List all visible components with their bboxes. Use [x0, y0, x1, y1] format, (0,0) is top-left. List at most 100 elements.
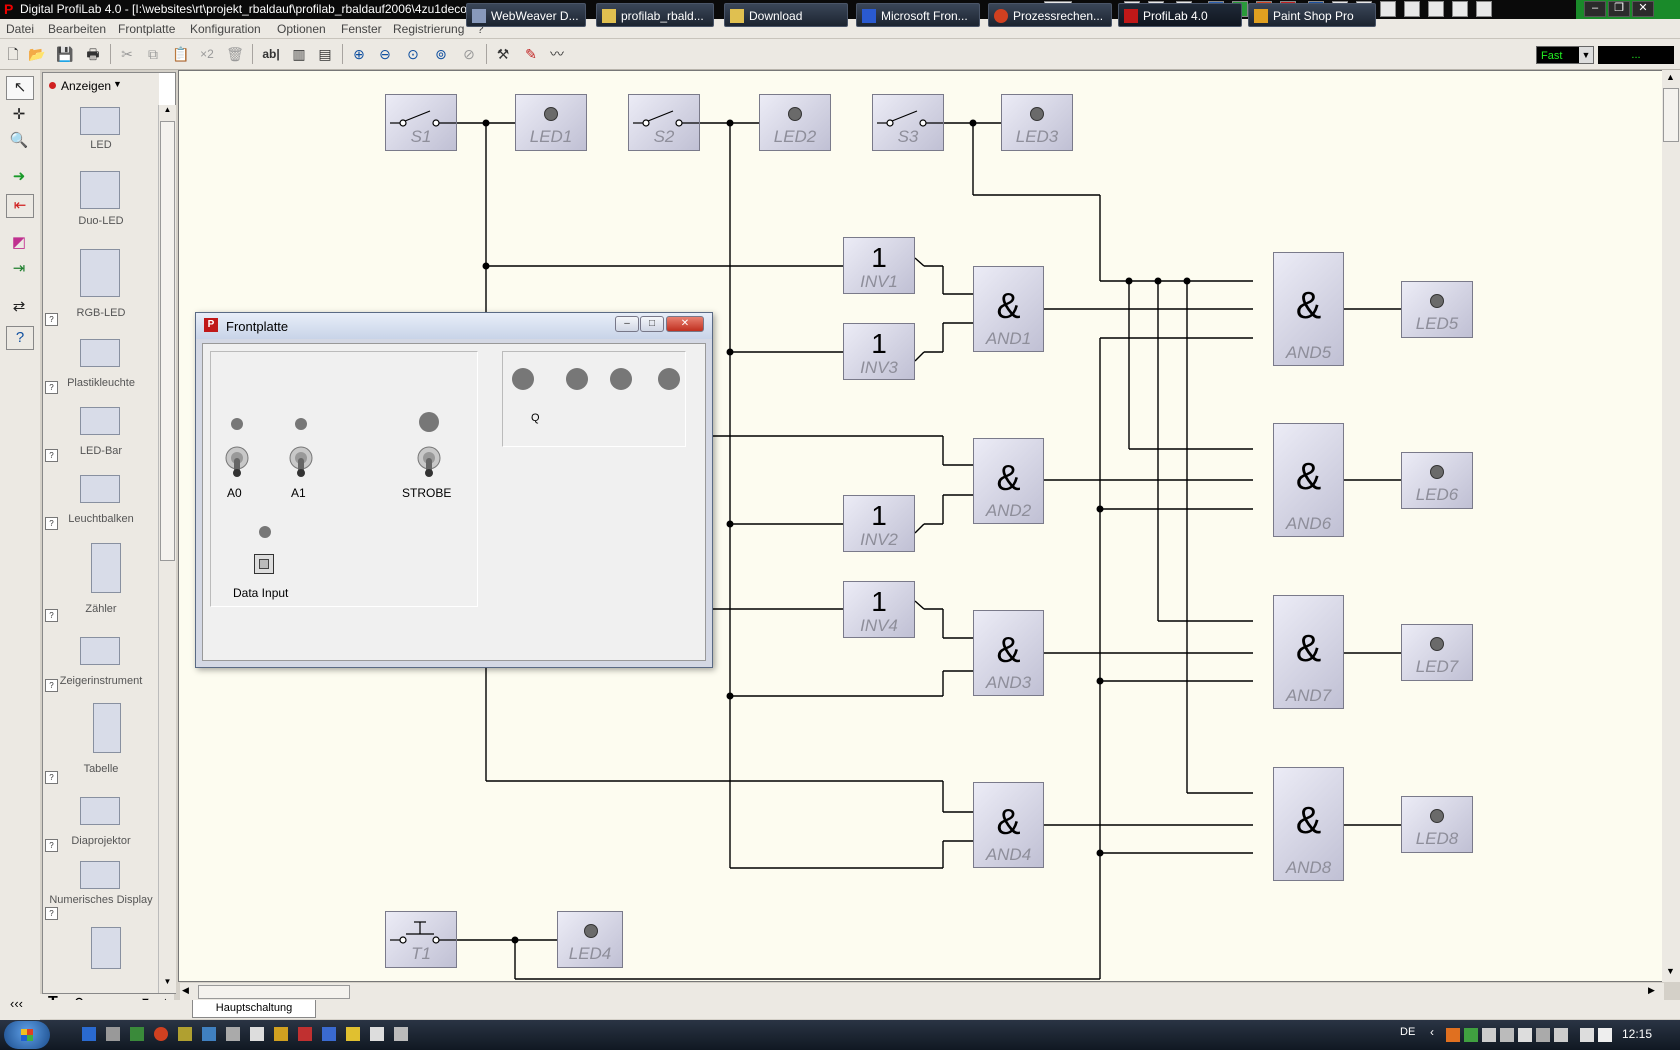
quicklaunch-icon-12[interactable]: [346, 1027, 360, 1041]
menu-optionen[interactable]: Optionen: [277, 22, 326, 36]
tray-icon-3[interactable]: [1482, 1028, 1496, 1042]
quicklaunch-icon-14[interactable]: [394, 1027, 408, 1041]
palette-item-numerisches-display[interactable]: Numerisches Display ?: [43, 855, 159, 924]
frontplatte-titlebar[interactable]: P Frontplatte – □ ✕: [196, 313, 712, 339]
palette-scroll-thumb[interactable]: [160, 121, 175, 561]
quicklaunch-icon-2[interactable]: [106, 1027, 120, 1041]
grid-icon[interactable]: ▥: [292, 46, 306, 62]
maximize-button[interactable]: □: [640, 316, 664, 332]
language-indicator[interactable]: DE: [1400, 1026, 1416, 1038]
help-icon[interactable]: ?: [45, 907, 58, 920]
palette-item-leuchtbalken[interactable]: Leuchtbalken ?: [43, 465, 159, 534]
tray-icon-5[interactable]: [1518, 1028, 1532, 1042]
palette-item-plastikleuchte[interactable]: Plastikleuchte ?: [43, 329, 159, 398]
palette-scrollbar[interactable]: ▲ ▼: [158, 105, 176, 993]
inverter-inv3[interactable]: 1 INV3: [843, 323, 915, 380]
led-led3[interactable]: LED3: [1001, 94, 1073, 151]
menu-help[interactable]: ?: [477, 22, 484, 36]
export-icon[interactable]: ⇥: [12, 260, 26, 277]
quicklaunch-icon-13[interactable]: [370, 1027, 384, 1041]
scroll-left-icon[interactable]: ◀: [182, 985, 189, 995]
horizontal-scroll-thumb[interactable]: [198, 985, 350, 999]
palette-item-led-bar[interactable]: LED-Bar ?: [43, 397, 159, 466]
frontplatte-window[interactable]: P Frontplatte – □ ✕ A0 A1 STROBE Data In…: [195, 312, 713, 668]
quicklaunch-icon-8[interactable]: [250, 1027, 264, 1041]
start-button[interactable]: [4, 1021, 50, 1049]
quicklaunch-icon-3[interactable]: [130, 1027, 144, 1041]
new-file-icon[interactable]: 🗋: [7, 46, 19, 62]
speed-select[interactable]: Fast▼: [1536, 46, 1594, 64]
led-led2[interactable]: LED2: [759, 94, 831, 151]
help-icon[interactable]: ?: [45, 381, 58, 394]
led-led4[interactable]: LED4: [557, 911, 623, 968]
minimize-button[interactable]: –: [615, 316, 639, 332]
help-icon[interactable]: ?: [45, 517, 58, 530]
cut-icon[interactable]: ✂: [121, 46, 133, 62]
led-led1[interactable]: LED1: [515, 94, 587, 151]
save-icon[interactable]: 💾: [56, 46, 74, 62]
volume-icon[interactable]: [1598, 1028, 1612, 1042]
menu-fenster[interactable]: Fenster: [341, 22, 382, 36]
help-icon[interactable]: ?: [45, 771, 58, 784]
palette-header[interactable]: Anzeigen ▼: [43, 73, 159, 101]
task-profilab-folder[interactable]: profilab_rbald...: [596, 3, 714, 27]
task-paintshop[interactable]: Paint Shop Pro: [1248, 3, 1376, 27]
quicklaunch-doc4-icon[interactable]: [1428, 1, 1444, 17]
open-folder-icon[interactable]: 📂: [28, 46, 46, 62]
zoom-in-icon[interactable]: ⊕: [353, 46, 365, 62]
help-icon[interactable]: ?: [45, 609, 58, 622]
led-led6[interactable]: LED6: [1401, 452, 1473, 509]
swap-icon[interactable]: ⇄: [12, 298, 26, 315]
network-icon[interactable]: [1580, 1028, 1594, 1042]
and-gate-and6[interactable]: & AND6: [1273, 423, 1344, 537]
close-button[interactable]: ✕: [1632, 1, 1654, 17]
switch-s2[interactable]: S2: [628, 94, 700, 151]
scroll-right-icon[interactable]: ▶: [1648, 985, 1655, 995]
menu-datei[interactable]: Datei: [6, 22, 35, 36]
delete-icon[interactable]: 🗑: [226, 46, 244, 62]
copy-icon[interactable]: ⧉: [148, 46, 158, 62]
menu-konfiguration[interactable]: Konfiguration: [190, 22, 261, 36]
stop-arrow-icon[interactable]: ⇤: [6, 194, 34, 218]
palette-item-zeigerinstrument[interactable]: Zeigerinstrument ?: [43, 627, 159, 696]
magnifier-icon[interactable]: 🔍: [9, 132, 29, 149]
minimize-button[interactable]: –: [1584, 1, 1606, 17]
close-button[interactable]: ✕: [666, 316, 704, 332]
task-webweaver[interactable]: WebWeaver D...: [466, 3, 586, 27]
tray-icon-4[interactable]: [1500, 1028, 1514, 1042]
a0-toggle-switch[interactable]: [225, 446, 249, 480]
quicklaunch-icon-6[interactable]: [202, 1027, 216, 1041]
switch-s1[interactable]: S1: [385, 94, 457, 151]
print-icon[interactable]: 🖶: [86, 46, 100, 62]
and-gate-and2[interactable]: & AND2: [973, 438, 1044, 524]
and-gate-and3[interactable]: & AND3: [973, 610, 1044, 696]
scroll-down-icon[interactable]: ▼: [1666, 966, 1675, 976]
crosshair-icon[interactable]: ✛: [12, 106, 26, 123]
task-frontpage[interactable]: Microsoft Fron...: [856, 3, 980, 27]
help-icon[interactable]: ?: [45, 679, 58, 692]
quicklaunch-icon-1[interactable]: [82, 1027, 96, 1041]
task-prozessrechen[interactable]: Prozessrechen...: [988, 3, 1112, 27]
clock[interactable]: 12:15: [1622, 1027, 1653, 1041]
quicklaunch-icon-11[interactable]: [322, 1027, 336, 1041]
menu-registrierung[interactable]: Registrierung: [393, 22, 465, 36]
help-icon[interactable]: ?: [45, 449, 58, 462]
text-tool-icon[interactable]: ab|: [262, 47, 280, 61]
page-icon[interactable]: ▤: [318, 46, 332, 62]
vertical-scrollbar[interactable]: ▲ ▼: [1662, 70, 1680, 982]
scroll-down-icon[interactable]: ▼: [163, 977, 172, 986]
color-icon[interactable]: ◩: [11, 234, 27, 251]
tray-expand-icon[interactable]: ‹: [1430, 1025, 1434, 1039]
duplicate-icon[interactable]: ×2: [200, 47, 214, 61]
scroll-up-icon[interactable]: ▲: [163, 105, 172, 114]
quicklaunch-icon-5[interactable]: [178, 1027, 192, 1041]
help-icon[interactable]: ?: [45, 839, 58, 852]
strobe-toggle-switch[interactable]: [417, 446, 441, 480]
zoom-page-icon[interactable]: ⊘: [463, 46, 475, 62]
zoom-fit-icon[interactable]: ⊙: [407, 46, 419, 62]
palette-item-duo-led[interactable]: Duo-LED: [43, 157, 159, 238]
tray-icon-7[interactable]: [1554, 1028, 1568, 1042]
and-gate-and8[interactable]: & AND8: [1273, 767, 1344, 881]
tools-icon[interactable]: ⚒: [496, 46, 510, 62]
data-input-button[interactable]: [254, 554, 274, 574]
